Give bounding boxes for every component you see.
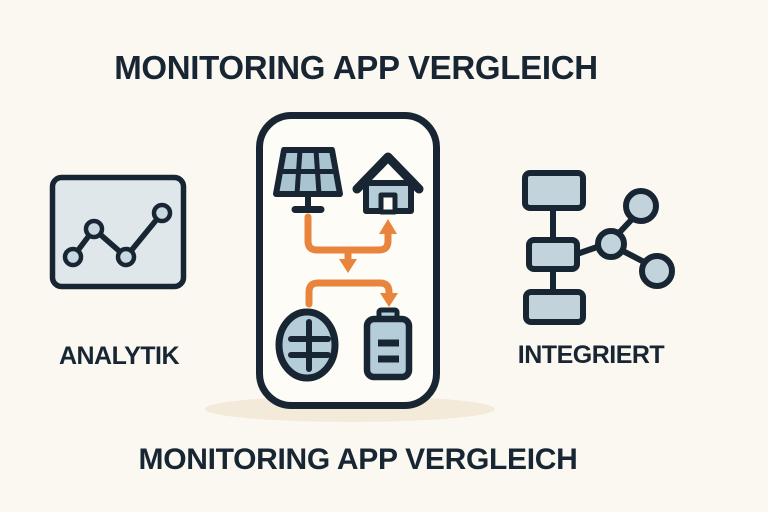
chart-data-points <box>62 202 173 268</box>
solar-panel-icon <box>273 147 343 213</box>
line-chart-icon <box>49 174 187 290</box>
coin-icon <box>275 308 339 382</box>
footer-title: MONITORING APP VERGLEICH <box>138 443 578 476</box>
arrowhead-down-center <box>339 259 357 273</box>
monitoring-app-card <box>256 112 440 409</box>
arrowhead-up-to-house <box>379 219 397 234</box>
network-diagram-icon <box>522 170 675 325</box>
feature-label-analytik: ANALYTIK <box>58 342 180 370</box>
arrowhead-down-to-battery <box>380 293 398 307</box>
feature-label-integriert: INTEGRIERT <box>517 341 665 369</box>
energy-flow-arrows <box>304 213 398 308</box>
house-icon <box>352 152 424 215</box>
battery-icon <box>363 307 413 381</box>
page-title: MONITORING APP VERGLEICH <box>114 49 598 86</box>
